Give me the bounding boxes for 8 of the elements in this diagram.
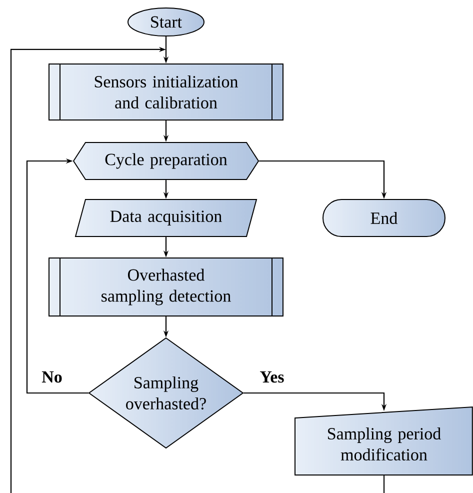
edge-label: Yes (258, 370, 286, 384)
arrow (26, 158, 88, 394)
manual-input-box: Sampling period modification (294, 406, 473, 476)
process-box: Sensors initialization and calibration (48, 64, 284, 120)
edge-label: No (40, 370, 64, 384)
start-oval: Start (128, 8, 204, 36)
end-terminal: End (322, 199, 446, 237)
process-box: Overhasted sampling detection (48, 258, 284, 316)
